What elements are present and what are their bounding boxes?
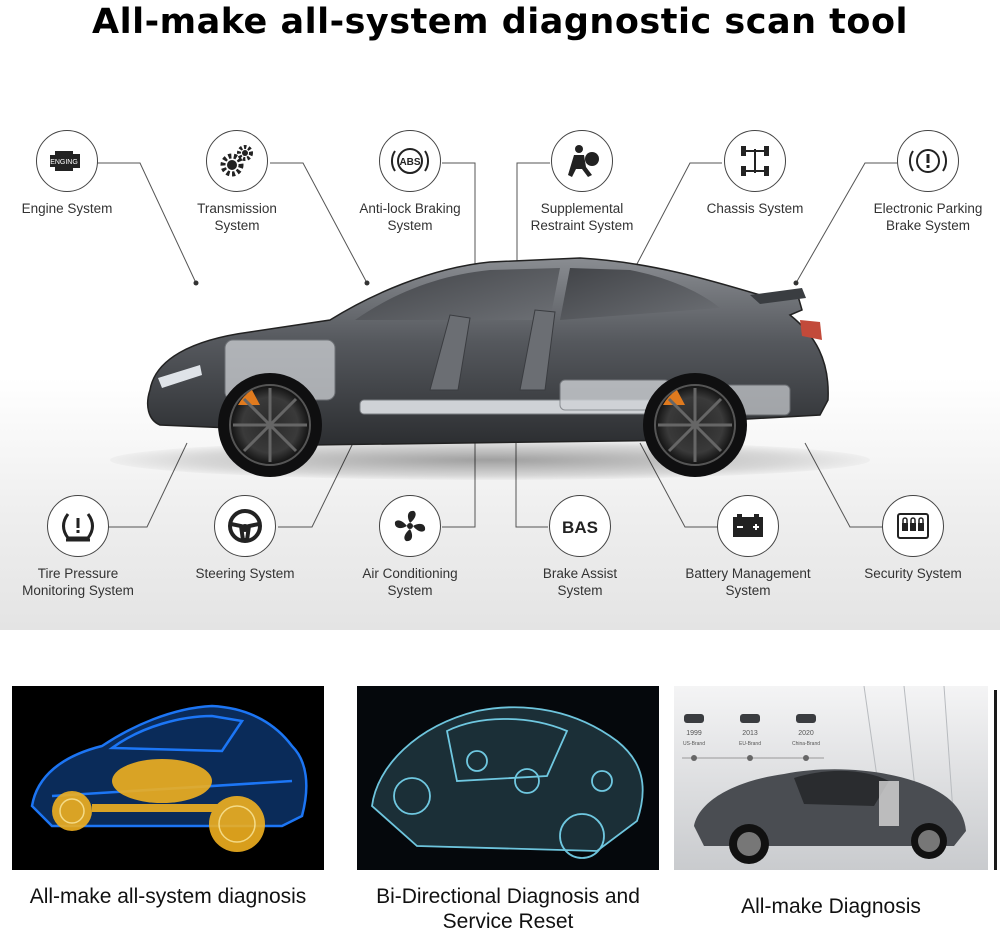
battery-icon (733, 514, 763, 537)
bas-icon-text: BAS (562, 518, 598, 537)
system-air-conditioning: Air Conditioning System (335, 495, 485, 599)
edge-divider (994, 690, 997, 870)
feature-caption: All-make all-system diagnosis (29, 885, 307, 908)
system-security: Security System (838, 495, 988, 582)
feature-caption: Bi-Directional Diagnosis and Service Res… (376, 885, 640, 933)
feature-image-showroom-car: 1999 2013 2020 US-Brand EU-Brand China-B… (674, 686, 988, 870)
system-label: Tire Pressure Monitoring System (22, 566, 134, 598)
chassis-icon (741, 146, 769, 176)
system-parking-brake: Electronic Parking Brake System (853, 130, 1000, 234)
system-battery: Battery Management System (673, 495, 823, 599)
standard-china: China-Brand (792, 741, 820, 747)
year-2013: 2013 (742, 730, 758, 737)
system-transmission: Transmission System (162, 130, 312, 234)
year-2020: 2020 (798, 730, 814, 737)
bas-icon: BAS (562, 518, 598, 537)
system-label: Air Conditioning System (362, 566, 458, 598)
system-steering: Steering System (170, 495, 320, 582)
system-engine: ENGING Engine System (0, 130, 142, 217)
tire-pressure-icon (62, 513, 94, 542)
engine-icon: ENGING (50, 151, 80, 171)
feature-caption: All-make Diagnosis (741, 895, 921, 918)
system-brake-assist: BAS Brake Assist System (505, 495, 655, 599)
page-title: All-make all-system diagnostic scan tool (92, 2, 908, 42)
system-label: Battery Management System (685, 566, 811, 598)
system-label: Security System (864, 566, 962, 581)
system-label: Transmission System (197, 201, 277, 233)
gears-icon (220, 145, 253, 177)
airbag-icon (568, 145, 599, 177)
year-1999: 1999 (686, 730, 702, 737)
feature-image-xray-car (12, 686, 324, 870)
feature-image-wireframe-car (357, 686, 659, 870)
car-cutaway-illustration (130, 240, 850, 490)
security-lock-icon (897, 513, 929, 539)
fan-icon (394, 510, 426, 542)
system-chassis: Chassis System (680, 130, 830, 217)
system-tire-pressure: Tire Pressure Monitoring System (3, 495, 153, 599)
parking-brake-icon (908, 149, 948, 173)
system-label: Chassis System (706, 201, 804, 216)
abs-icon-text: ABS (399, 157, 420, 168)
system-label: Electronic Parking Brake System (873, 201, 983, 233)
system-label: Steering System (195, 566, 295, 581)
standard-eu: EU-Brand (739, 741, 761, 747)
system-abs: ABS Anti-lock Braking System (335, 130, 485, 234)
system-label: Anti-lock Braking System (359, 201, 461, 233)
system-label: Brake Assist System (542, 566, 618, 598)
engine-icon-text: ENGING (50, 159, 78, 166)
system-label: Supplemental Restraint System (530, 201, 634, 233)
system-label: Engine System (21, 201, 113, 216)
standard-us: US-Brand (683, 741, 705, 747)
abs-icon: ABS (390, 148, 430, 174)
system-srs: Supplemental Restraint System (507, 130, 657, 234)
steering-wheel-icon (228, 509, 262, 543)
